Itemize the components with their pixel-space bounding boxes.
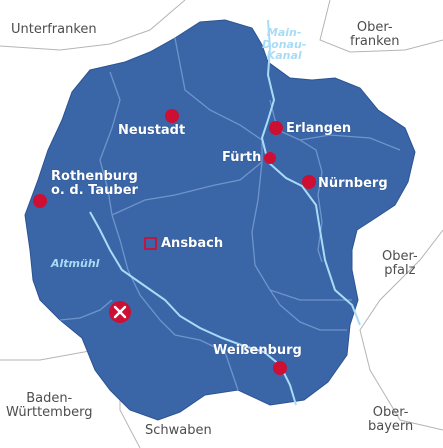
city-label-weissenburg[interactable]: Weißenburg	[213, 343, 302, 358]
city-label-neustadt[interactable]: Neustadt	[118, 123, 186, 138]
region-area[interactable]	[24, 19, 416, 421]
city-markers	[33, 109, 316, 375]
city-label-ansbach[interactable]: Ansbach	[161, 236, 224, 251]
region-label-schwaben: Schwaben	[145, 423, 212, 438]
district-borders	[59, 37, 401, 391]
neustadt-marker[interactable]	[165, 109, 179, 123]
region-label-unterfranken: Unterfranken	[11, 22, 97, 37]
ansbach-marker[interactable]	[144, 237, 157, 250]
city-label-fuerth[interactable]: Fürth	[222, 150, 262, 165]
city-label-nuernberg[interactable]: Nürnberg	[318, 176, 388, 191]
region-label-oberfranken: Ober- franken	[350, 20, 400, 49]
location-x-marker[interactable]	[109, 301, 131, 323]
region-label-oberpfalz: Ober- pfalz	[382, 249, 418, 278]
city-label-rothenburg[interactable]: Rothenburg o. d. Tauber	[51, 169, 138, 198]
region-label-oberbayern: Ober- bayern	[368, 405, 414, 434]
main-donau-kanal	[260, 19, 361, 326]
waterway-label-altmuehl: Altmühl	[51, 257, 100, 270]
weissenburg-marker[interactable]	[273, 361, 287, 375]
rothenburg-marker[interactable]	[33, 194, 47, 208]
fuerth-marker[interactable]	[264, 152, 276, 164]
waterway-label-main-donau-kanal: Main- Donau- Kanal	[262, 26, 307, 63]
nuernberg-marker[interactable]	[302, 175, 316, 189]
region-label-baden-wuerttemberg: Baden- Württemberg	[6, 391, 93, 420]
city-label-erlangen[interactable]: Erlangen	[286, 121, 352, 136]
erlangen-marker[interactable]	[269, 121, 283, 135]
